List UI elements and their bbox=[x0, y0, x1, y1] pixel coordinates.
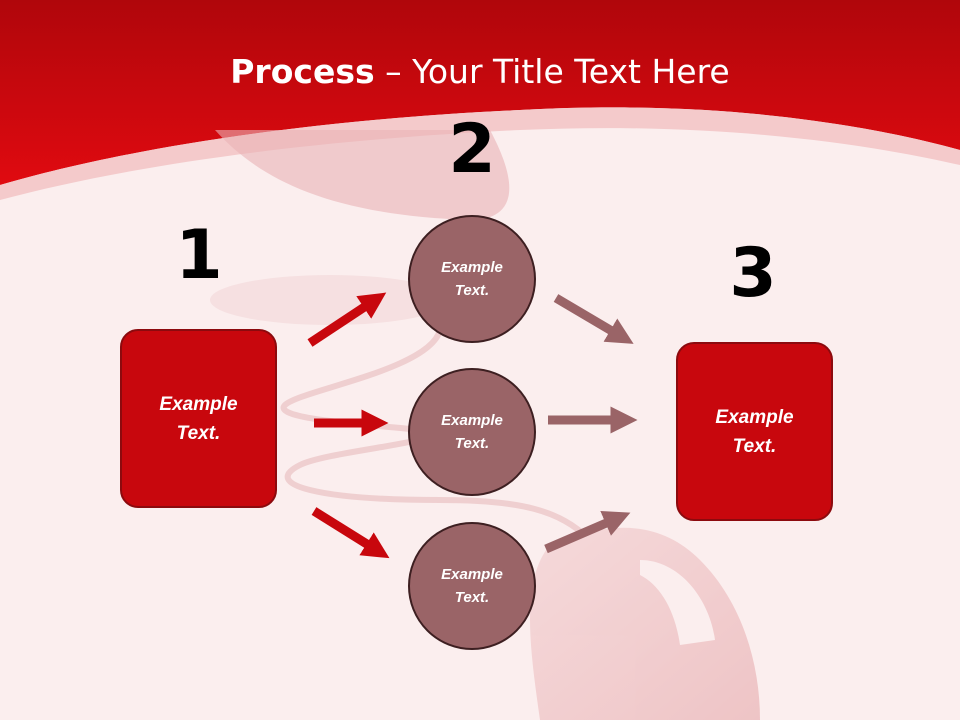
step-number-2: 2 bbox=[448, 110, 496, 189]
circle-text-line1: Example bbox=[441, 566, 503, 583]
step-1-text-line2: Text. bbox=[176, 422, 221, 444]
step-3-text-line1: Example bbox=[715, 406, 794, 428]
circle-text-line1: Example bbox=[441, 259, 503, 276]
arrow-1-to-top bbox=[307, 292, 387, 347]
step-2-circle-top: Example Text. bbox=[408, 215, 536, 343]
step-2-circle-bottom: Example Text. bbox=[408, 522, 536, 650]
arrow-1-to-bottom bbox=[311, 507, 390, 559]
step-3-box: Example Text. bbox=[676, 342, 833, 521]
step-1-text-line1: Example bbox=[159, 393, 238, 415]
circle-text-line2: Text. bbox=[454, 435, 490, 452]
step-number-3: 3 bbox=[729, 234, 777, 313]
circle-text-line2: Text. bbox=[454, 282, 490, 299]
step-number-1: 1 bbox=[175, 216, 223, 295]
step-2-circle-middle: Example Text. bbox=[408, 368, 536, 496]
arrow-top-to-3 bbox=[553, 294, 634, 344]
arrow-bottom-to-3 bbox=[544, 510, 631, 554]
step-1-box: Example Text. bbox=[120, 329, 277, 508]
mouse-background-image bbox=[210, 275, 760, 720]
slide-title: Process – Your Title Text Here bbox=[0, 52, 960, 91]
circle-text-line1: Example bbox=[441, 412, 503, 429]
title-bold: Process bbox=[230, 52, 375, 91]
title-rest: – Your Title Text Here bbox=[374, 52, 730, 91]
step-3-text-line2: Text. bbox=[732, 435, 777, 457]
circle-text-line2: Text. bbox=[454, 589, 490, 606]
